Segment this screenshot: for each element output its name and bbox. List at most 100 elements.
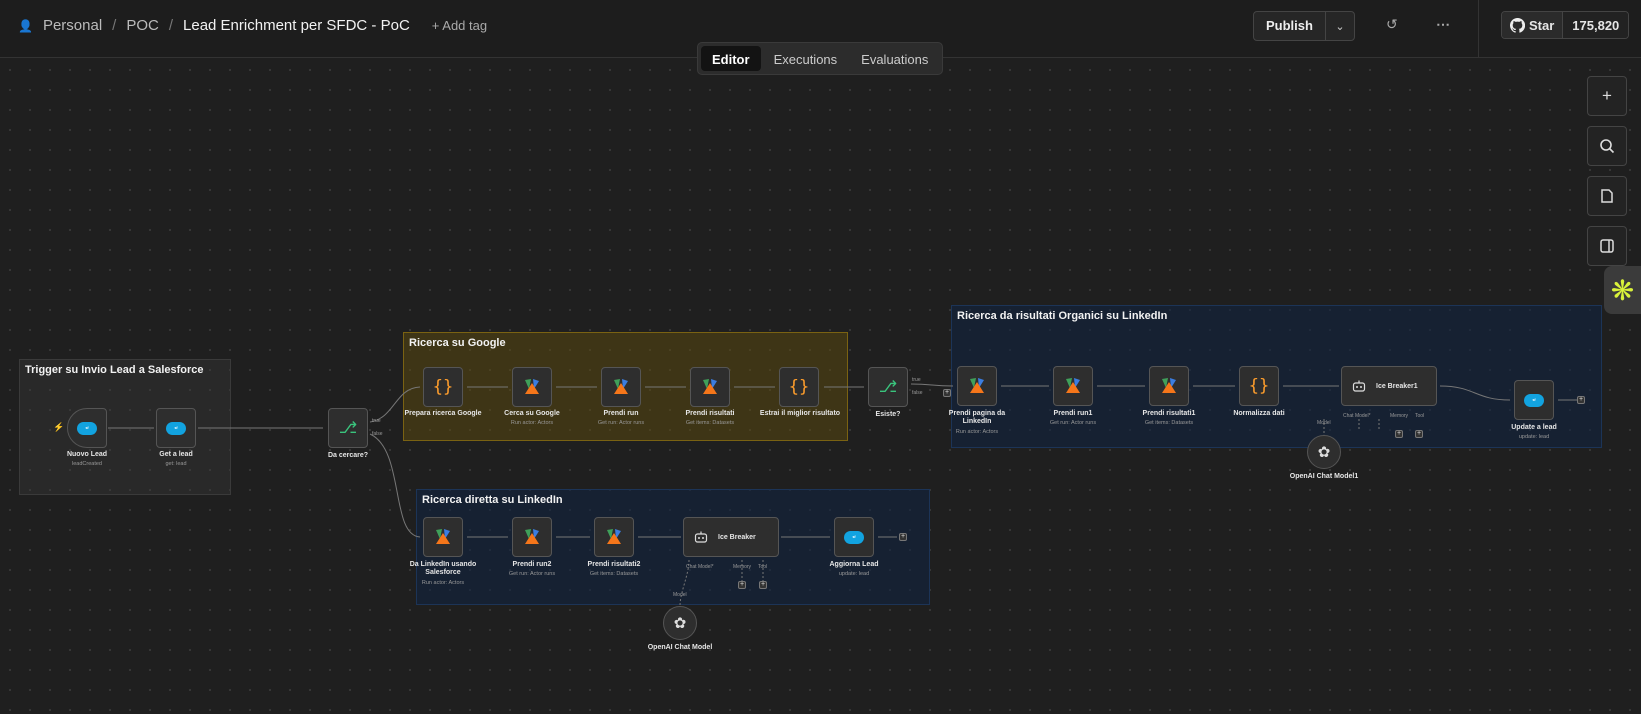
apify-icon	[1162, 378, 1176, 393]
node-prendi-risultati1[interactable]	[1149, 366, 1189, 406]
tab-executions[interactable]: Executions	[773, 52, 838, 67]
node-ice-breaker[interactable]: Ice Breaker	[683, 517, 779, 557]
add-node-plus[interactable]: +	[899, 533, 907, 541]
node-label: Da cercare?	[327, 452, 369, 459]
more-options-icon[interactable]: ⋯	[1436, 16, 1450, 32]
node-label: Da LinkedIn usando Salesforce	[409, 561, 477, 576]
branch-true-label: true	[912, 377, 921, 383]
node-subtitle: leadCreated	[72, 461, 102, 467]
apify-icon	[703, 379, 717, 394]
port-label: Model	[1317, 420, 1331, 426]
node-prendi-risultati2[interactable]	[594, 517, 634, 557]
node-label: Ice Breaker1	[1376, 382, 1418, 390]
sticky-title: Ricerca diretta su LinkedIn	[422, 494, 563, 506]
breadcrumb-folder[interactable]: POC	[126, 17, 159, 34]
add-memory-plus[interactable]: +	[738, 581, 746, 589]
node-openai-chat-model1[interactable]: ✿	[1307, 435, 1341, 469]
add-node-button[interactable]: +	[1587, 76, 1627, 116]
user-icon: 👤	[18, 18, 33, 33]
github-star-button[interactable]: Star	[1502, 12, 1564, 38]
panel-icon	[1600, 239, 1614, 253]
salesforce-icon: sf	[166, 421, 186, 435]
robot-icon	[1352, 380, 1366, 392]
salesforce-icon: sf	[77, 421, 97, 435]
node-prepara-ricerca[interactable]: {}	[423, 367, 463, 407]
connection	[369, 386, 421, 423]
node-normalizza-dati[interactable]: {}	[1239, 366, 1279, 406]
node-label: Ice Breaker	[718, 533, 756, 541]
search-icon	[1600, 139, 1615, 154]
node-subtitle: update: lead	[1518, 434, 1550, 440]
breadcrumb: 👤 Personal / POC / Lead Enrichment per S…	[18, 17, 487, 34]
robot-icon	[694, 531, 708, 543]
node-prendi-run1[interactable]	[1053, 366, 1093, 406]
apify-icon	[614, 379, 628, 394]
add-node-plus[interactable]: +	[943, 389, 951, 397]
publish-group: Publish ⌄	[1253, 11, 1355, 41]
sparkle-icon: ❋	[1610, 274, 1635, 306]
node-da-cercare[interactable]: ⎇	[328, 408, 368, 448]
node-subtitle: Run actor: Actors	[510, 420, 554, 426]
node-subtitle: Get items: Datasets	[1144, 420, 1194, 426]
chevron-down-icon[interactable]: ⌄	[1335, 20, 1345, 33]
node-get-lead[interactable]: sf	[156, 408, 196, 448]
node-label: OpenAI Chat Model1	[1289, 473, 1359, 480]
publish-button[interactable]: Publish	[1254, 12, 1326, 40]
connection	[1439, 385, 1511, 401]
node-estrai-miglior[interactable]: {}	[779, 367, 819, 407]
node-label: Prendi pagina da LinkedIn	[948, 410, 1006, 425]
add-sticky-button[interactable]	[1587, 176, 1627, 216]
apify-icon	[525, 379, 539, 394]
ai-assistant-button[interactable]: ❋	[1604, 266, 1641, 314]
sticky-title: Trigger su Invio Lead a Salesforce	[25, 364, 204, 376]
workflow-title[interactable]: Lead Enrichment per SFDC - PoC	[183, 17, 410, 34]
github-star-widget[interactable]: Star 175,820	[1501, 11, 1630, 39]
node-esiste[interactable]: ⎇	[868, 367, 908, 407]
apify-icon	[436, 529, 450, 544]
add-node-plus[interactable]: +	[1577, 396, 1585, 404]
add-memory-plus[interactable]: +	[1395, 430, 1403, 438]
node-cerca-google[interactable]	[512, 367, 552, 407]
code-braces-icon: {}	[788, 377, 810, 397]
github-star-count: 175,820	[1563, 12, 1629, 38]
search-nodes-button[interactable]	[1587, 126, 1627, 166]
openai-icon: ✿	[1317, 444, 1331, 461]
node-subtitle: Run actor: Actors	[955, 429, 999, 435]
tab-evaluations[interactable]: Evaluations	[861, 52, 929, 67]
port-label: Model	[673, 592, 687, 598]
salesforce-icon: sf	[844, 530, 864, 544]
port-label: Chat Model*	[686, 564, 714, 570]
node-prendi-run2[interactable]	[512, 517, 552, 557]
add-tool-plus[interactable]: +	[1415, 430, 1423, 438]
node-subtitle: Get items: Datasets	[685, 420, 735, 426]
node-label: Nuovo Lead	[66, 451, 108, 458]
node-ice-breaker1[interactable]: Ice Breaker1	[1341, 366, 1437, 406]
sticky-note-icon	[1601, 189, 1613, 203]
node-update-lead[interactable]: sf	[1514, 380, 1554, 420]
node-openai-chat-model[interactable]: ✿	[663, 606, 697, 640]
code-braces-icon: {}	[1248, 376, 1270, 396]
sticky-title: Ricerca da risultati Organici su LinkedI…	[957, 310, 1168, 322]
node-prendi-risultati[interactable]	[690, 367, 730, 407]
node-nuovo-lead[interactable]: sf	[67, 408, 107, 448]
add-tag-button[interactable]: + Add tag	[431, 18, 488, 33]
node-subtitle: Get items: Datasets	[589, 571, 639, 577]
node-prendi-run[interactable]	[601, 367, 641, 407]
sticky-title: Ricerca su Google	[409, 337, 506, 349]
node-label: Prendi risultati2	[587, 561, 641, 568]
connection	[369, 433, 421, 538]
add-tool-plus[interactable]: +	[759, 581, 767, 589]
openai-icon: ✿	[673, 615, 687, 632]
trigger-bolt-icon: ⚡	[53, 422, 65, 432]
node-prendi-pagina[interactable]	[957, 366, 997, 406]
node-label: Update a lead	[1511, 424, 1557, 431]
node-da-linkedin[interactable]	[423, 517, 463, 557]
tab-editor[interactable]: Editor	[701, 46, 761, 71]
history-icon[interactable]: ↺	[1386, 16, 1398, 32]
apify-icon	[607, 529, 621, 544]
sticky-trigger[interactable]: Trigger su Invio Lead a Salesforce	[19, 359, 231, 495]
breadcrumb-workspace[interactable]: Personal	[42, 17, 103, 34]
toggle-panel-button[interactable]	[1587, 226, 1627, 266]
node-aggiorna-lead[interactable]: sf	[834, 517, 874, 557]
node-label: Prepara ricerca Google	[404, 410, 482, 417]
